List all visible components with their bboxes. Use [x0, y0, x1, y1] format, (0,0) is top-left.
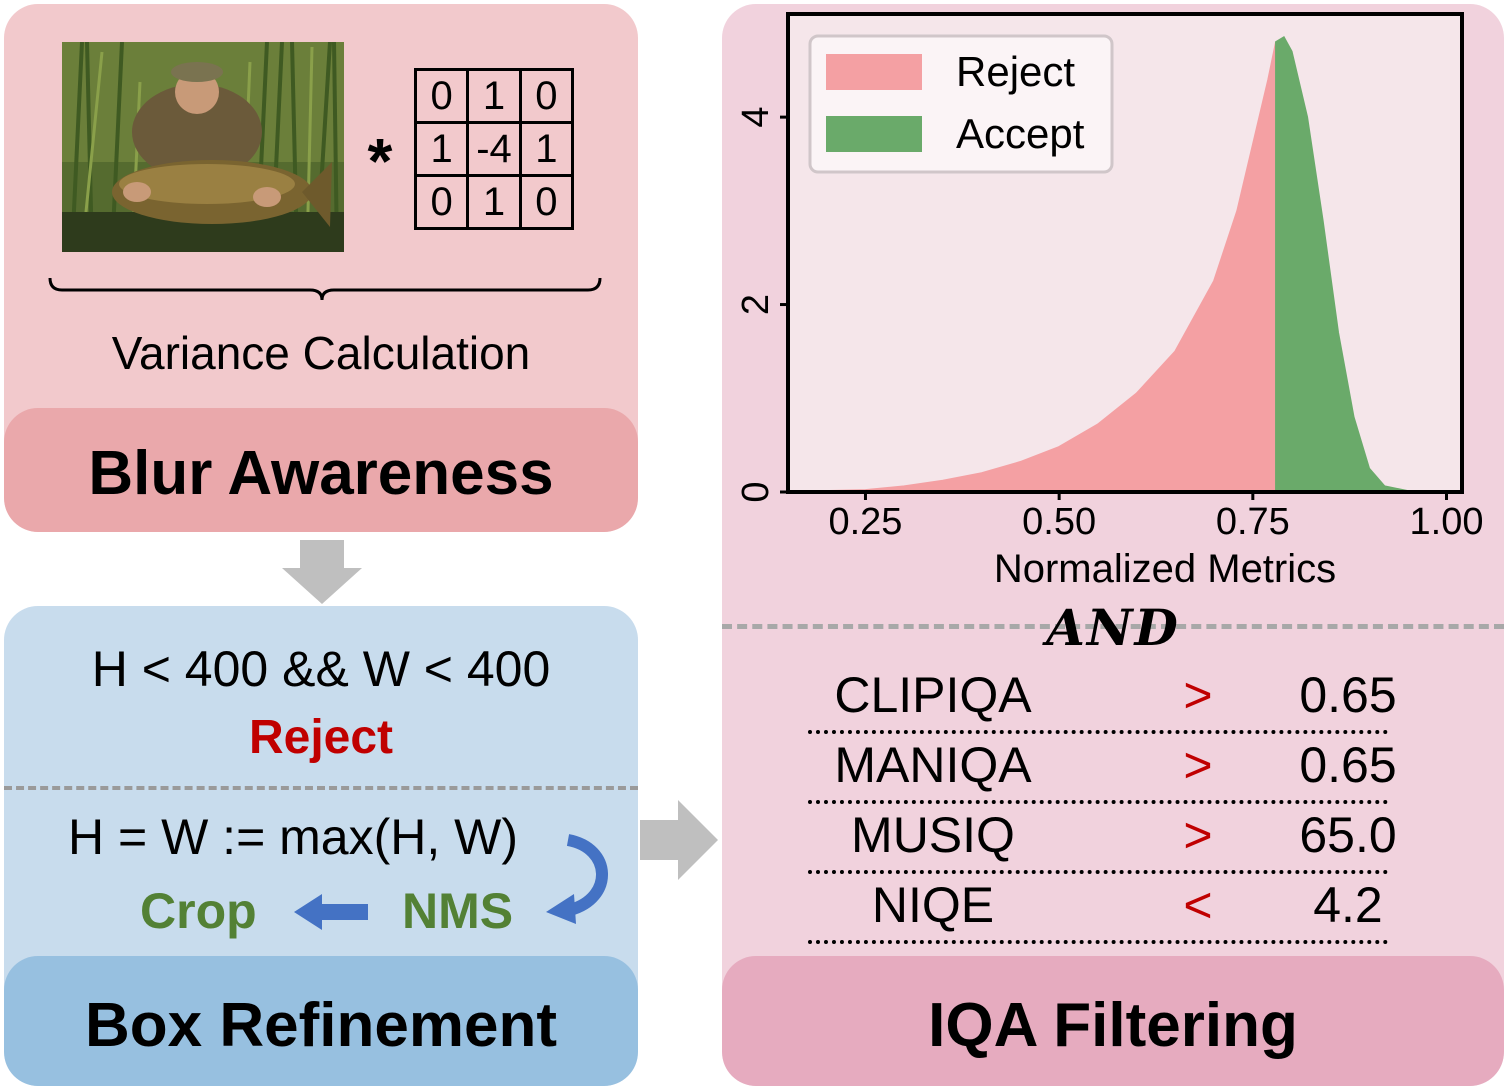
kernel-cell: 1	[466, 174, 522, 230]
box-divider	[4, 786, 638, 790]
metric-name: CLIPIQA	[834, 667, 1032, 723]
metric-row-niqe: NIQE < 4.2	[808, 870, 1388, 944]
box-refinement-footer	[4, 956, 638, 1086]
metric-threshold: 0.65	[1299, 667, 1397, 723]
curved-arrow-icon	[546, 834, 608, 924]
metric-operator: >	[1183, 667, 1213, 723]
variance-calculation-label: Variance Calculation	[111, 327, 531, 379]
kernel-cell: 1	[466, 68, 522, 124]
metric-operator: >	[1183, 807, 1213, 863]
metric-operator: <	[1183, 877, 1213, 933]
sample-photo-fisherman-carp	[62, 42, 344, 252]
nms-label: NMS	[402, 883, 514, 939]
blur-awareness-panel: * 0 1 0 1 -4 1 0 1 0 Variance Calculatio…	[4, 4, 638, 532]
blur-awareness-footer	[4, 408, 638, 532]
left-arrow-icon	[294, 894, 368, 930]
iqa-filtering-title: IQA Filtering	[928, 991, 1298, 1060]
laplacian-kernel: 0 1 0 1 -4 1 0 1 0	[413, 68, 575, 230]
square-assignment: H = W := max(H, W)	[68, 809, 518, 865]
iqa-divider	[722, 624, 1504, 629]
metric-name: MANIQA	[834, 737, 1032, 793]
kernel-cell: 1	[413, 121, 470, 177]
y-tick-label: 2	[735, 294, 777, 315]
metric-name: NIQE	[871, 877, 995, 933]
blur-awareness-title: Blur Awareness	[88, 439, 554, 508]
y-tick-label: 0	[735, 481, 777, 502]
x-tick-label: 1.00	[1410, 501, 1484, 543]
kernel-cell: -4	[466, 121, 522, 177]
x-tick-label: 0.50	[1022, 501, 1096, 543]
metric-threshold: 65.0	[1299, 807, 1397, 863]
legend-label-reject: Reject	[956, 48, 1075, 95]
kernel-cell: 0	[518, 68, 575, 124]
metric-threshold: 4.2	[1313, 877, 1383, 933]
box-refinement-title: Box Refinement	[85, 991, 557, 1060]
legend-swatch-accept	[826, 116, 922, 152]
legend-label-accept: Accept	[956, 110, 1085, 157]
iqa-filtering-footer	[722, 956, 1504, 1086]
plot-frame	[786, 12, 1464, 494]
down-arrow-icon	[282, 540, 362, 604]
kernel-cell: 0	[413, 174, 470, 230]
metric-row-musiq: MUSIQ > 65.0	[808, 800, 1397, 874]
metric-threshold: 0.65	[1299, 737, 1397, 793]
x-tick-label: 0.25	[828, 501, 902, 543]
metric-row-maniqa: MANIQA > 0.65	[808, 730, 1397, 804]
area-reject	[787, 41, 1278, 493]
size-condition: H < 400 && W < 400	[91, 641, 551, 697]
metric-row-clipiqa: CLIPIQA > 0.65	[808, 660, 1397, 734]
metric-operator: >	[1183, 737, 1213, 793]
kernel-cell: 1	[518, 121, 575, 177]
crop-label: Crop	[140, 883, 257, 939]
and-label: AND	[1046, 598, 1180, 657]
y-tick-label: 4	[735, 107, 777, 128]
right-arrow-icon	[640, 800, 718, 880]
reject-label: Reject	[248, 711, 394, 764]
metric-name: MUSIQ	[851, 807, 1015, 863]
kernel-cell: 0	[518, 174, 575, 230]
x-axis-label: Normalized Metrics	[994, 547, 1336, 591]
legend-swatch-reject	[826, 54, 922, 90]
kernel-cell: 0	[413, 68, 470, 124]
underbrace	[48, 277, 602, 301]
convolution-operator: *	[367, 125, 393, 197]
box-refinement-panel: H < 400 && W < 400 Reject H = W := max(H…	[4, 606, 638, 1086]
x-tick-label: 0.75	[1216, 501, 1290, 543]
